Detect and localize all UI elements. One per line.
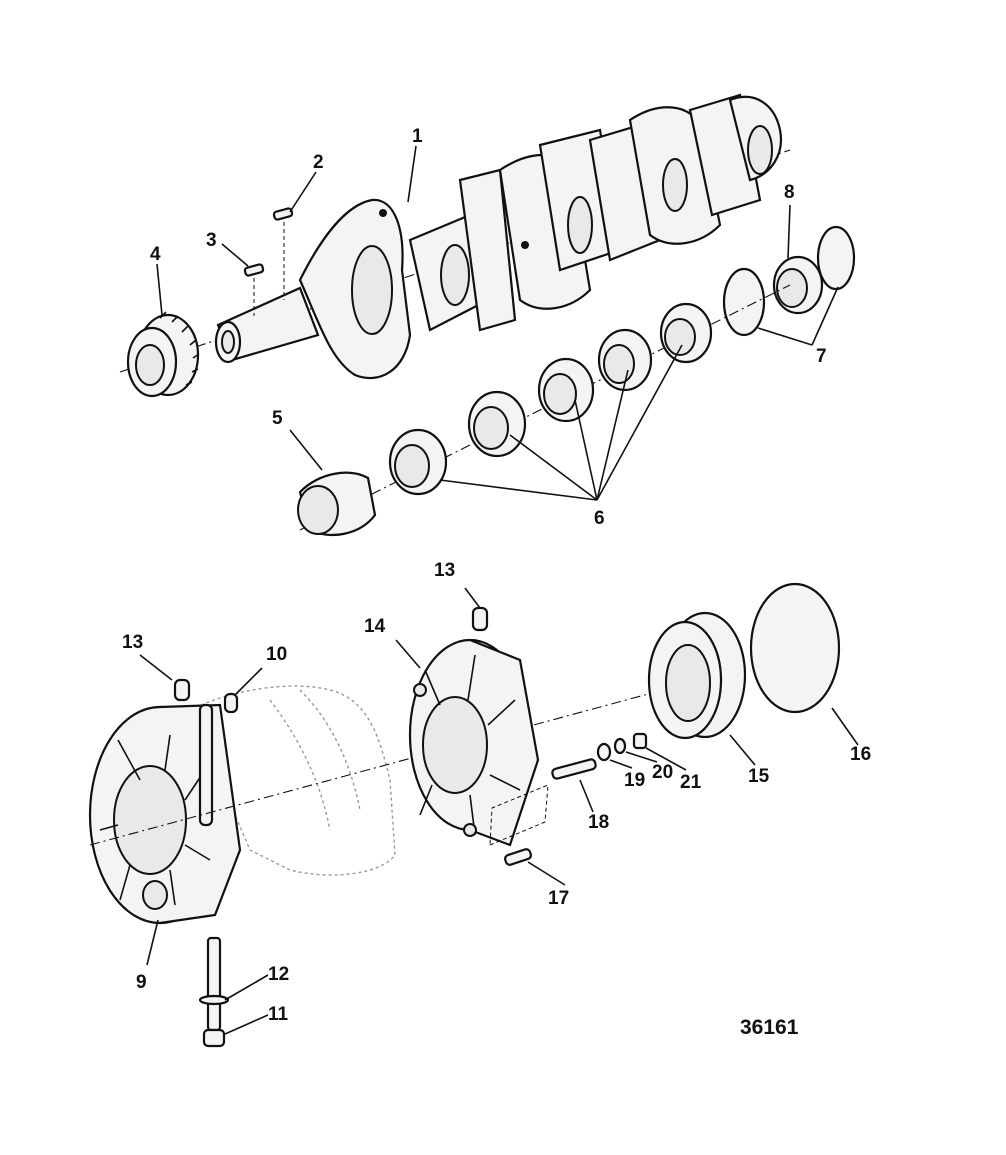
callout-3: 3 [206,230,217,251]
callout-10: 10 [266,644,287,665]
callout-17: 17 [548,888,569,909]
callout-12: 12 [268,964,289,985]
callout-16: 16 [850,744,871,765]
dowel-pin-top [471,606,489,632]
bolt-and-washer [198,936,230,1048]
callout-5: 5 [272,408,283,429]
thrust-washers [722,225,856,337]
leader-lines [139,145,859,1035]
thrust-bearing [772,255,824,315]
callout-7: 7 [816,346,827,367]
key-part-3 [243,263,265,316]
callout-8: 8 [784,182,795,203]
reference-number: 36161 [740,1016,799,1039]
callout-20: 20 [652,762,673,783]
washer-lockwasher-nut [596,732,648,762]
callout-2: 2 [313,152,324,173]
main-bearings [388,302,713,496]
callout-6: 6 [594,508,605,529]
callout-11: 11 [268,1004,289,1025]
callout-numbers: 1 2 3 4 5 6 7 8 9 10 11 12 13 13 14 15 1… [122,126,871,1025]
oil-pump-housing [408,638,540,847]
callout-14: 14 [364,616,386,637]
callout-13-top: 13 [434,560,455,581]
key-part-2 [272,207,294,300]
callout-13-left: 13 [122,632,143,653]
crankcase-outline [189,685,396,876]
crankshaft-gear [126,311,200,398]
o-ring [749,582,841,714]
callout-15: 15 [748,766,770,787]
callout-4: 4 [150,244,161,265]
front-cover [88,703,242,925]
crankshaft-seal [647,611,747,740]
stud-part-17 [489,784,549,866]
stud-part-18 [551,758,597,780]
callout-19: 19 [624,770,645,791]
callout-18: 18 [588,812,609,833]
callout-21: 21 [680,772,702,793]
main-bearing-front [297,471,377,537]
crankshaft [119,93,791,380]
callout-1: 1 [412,126,423,147]
dowel-pin-left [173,678,191,702]
callout-9: 9 [136,972,147,993]
dowel-pin-cover [223,692,239,714]
